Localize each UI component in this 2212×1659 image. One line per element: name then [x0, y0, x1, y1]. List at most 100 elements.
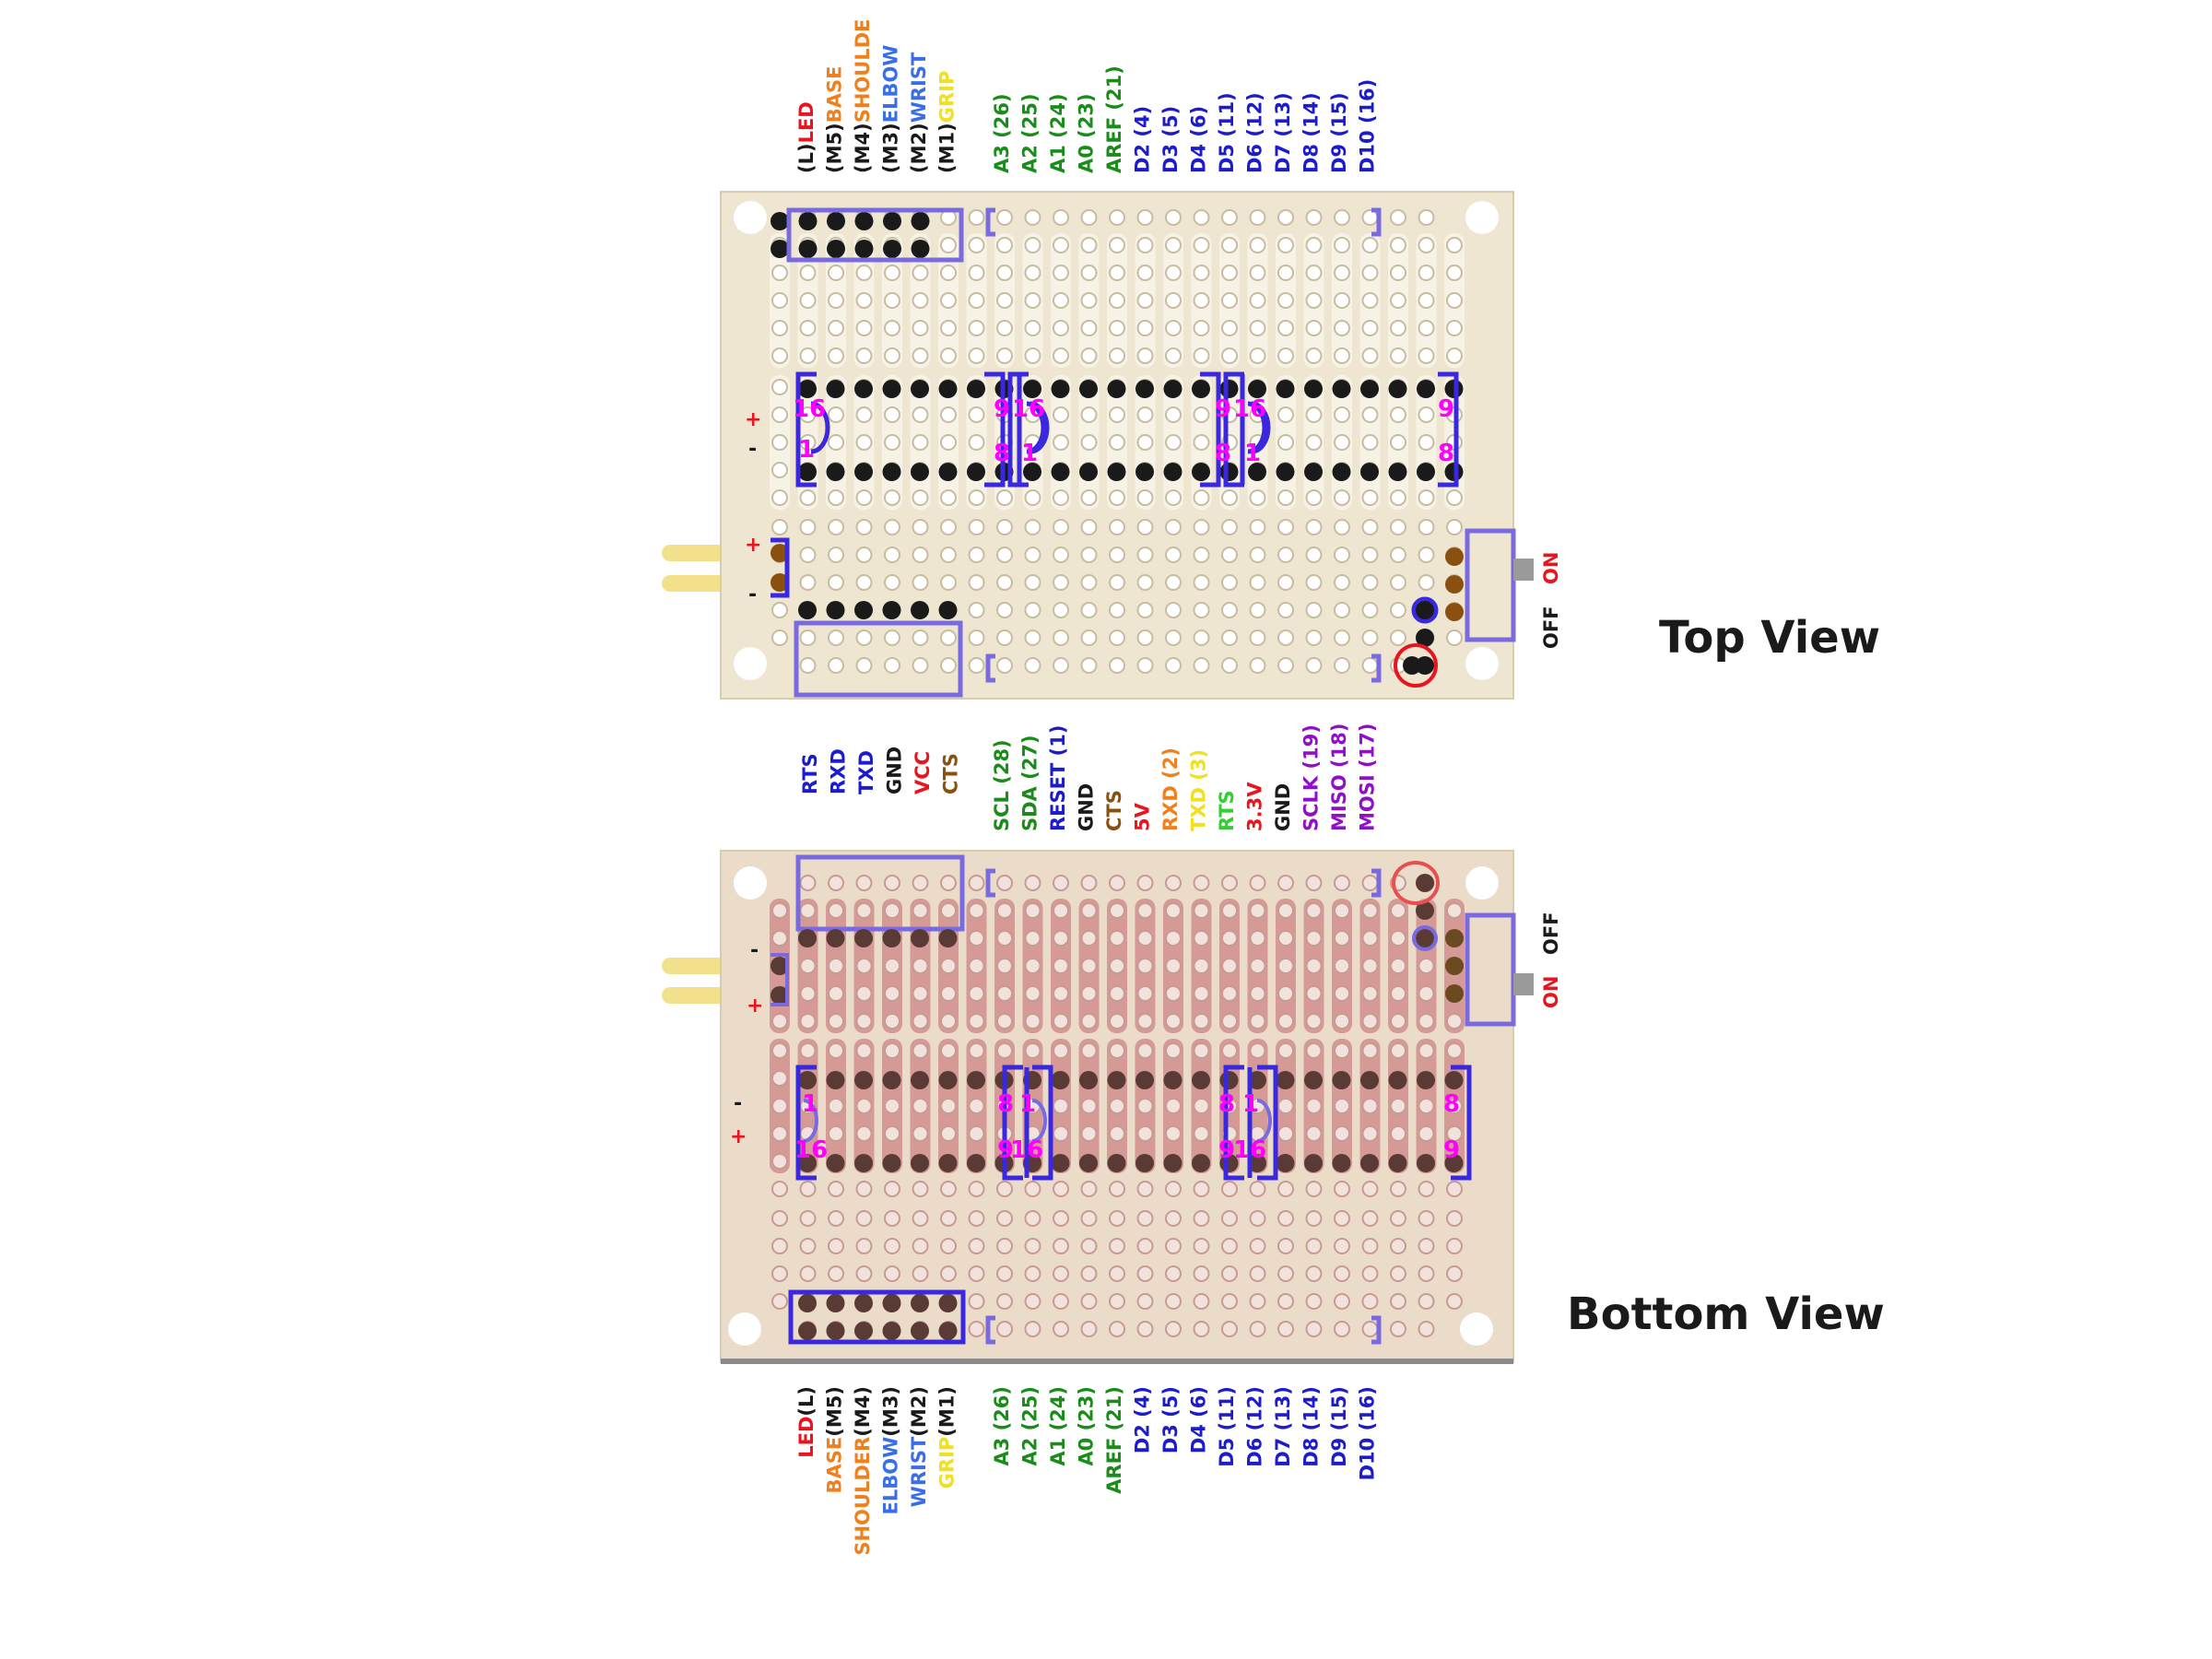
- hole: [1249, 574, 1266, 591]
- hole: [1080, 547, 1098, 563]
- hole: [1221, 1321, 1238, 1337]
- header-pin: [883, 240, 901, 258]
- bottom-pin-label: D2 (4): [1132, 1386, 1154, 1453]
- chip-pin: [1107, 463, 1126, 481]
- led-minus-sign: -: [748, 583, 757, 606]
- hole: [855, 519, 873, 535]
- hole: [1390, 265, 1406, 281]
- hole: [968, 1293, 985, 1310]
- hole: [1193, 958, 1210, 974]
- chip-pin-number: 9: [1443, 1136, 1460, 1164]
- hole: [1390, 1125, 1406, 1142]
- hole: [1277, 1238, 1294, 1254]
- bottom-pin-label-part: D2 (4): [1132, 1386, 1154, 1453]
- hole: [1446, 902, 1463, 919]
- hole: [1193, 237, 1210, 253]
- hole: [968, 519, 985, 535]
- icsp-label: CTS: [1103, 790, 1125, 831]
- top-header-label: (M5)BASE: [824, 66, 846, 173]
- hole: [940, 1098, 957, 1114]
- hole: [1249, 347, 1266, 364]
- chip-pin: [882, 1154, 901, 1172]
- hole: [968, 985, 985, 1002]
- header-pin: [938, 1322, 958, 1340]
- chip-pin: [1360, 380, 1379, 398]
- header-pin: [798, 212, 818, 230]
- hole: [996, 489, 1013, 506]
- hole: [1109, 434, 1125, 451]
- hole: [1080, 434, 1098, 451]
- hole: [799, 657, 817, 674]
- hole: [884, 902, 900, 919]
- hole: [940, 902, 957, 919]
- chip-pin: [1192, 1154, 1210, 1172]
- hole: [1136, 902, 1154, 919]
- hole: [1080, 320, 1098, 336]
- hole: [1361, 1181, 1379, 1197]
- hole: [1446, 347, 1463, 364]
- hole: [1109, 1321, 1125, 1337]
- hole: [1165, 547, 1182, 563]
- hole: [1136, 657, 1154, 674]
- top-pin-label: D3 (5): [1159, 106, 1182, 173]
- chip-pin: [1388, 463, 1407, 481]
- chip-pin-number: 16: [1010, 1136, 1043, 1164]
- hole: [1165, 292, 1182, 309]
- chip-pin: [967, 380, 985, 398]
- top-header-label: (M2)WRIST: [908, 52, 930, 173]
- hole: [1277, 902, 1294, 919]
- hole: [1221, 602, 1238, 618]
- hole: [884, 489, 900, 506]
- bottom-pin-label: D8 (14): [1300, 1386, 1323, 1467]
- bottom-header-label-part: (L): [795, 1386, 818, 1417]
- hole: [855, 657, 873, 674]
- hole: [1024, 320, 1041, 336]
- hole: [940, 1042, 957, 1059]
- hole: [828, 1238, 844, 1254]
- top-pin-label-part: D7 (13): [1272, 92, 1294, 173]
- top-pin-label-part: A0 (23): [1076, 93, 1098, 173]
- hole: [968, 1238, 985, 1254]
- hole: [1334, 602, 1350, 618]
- hole: [1221, 265, 1238, 281]
- chip-pin: [967, 1154, 985, 1172]
- led-pin: [771, 957, 789, 975]
- hole: [1193, 1210, 1210, 1227]
- hole: [1165, 320, 1182, 336]
- hole: [912, 985, 929, 1002]
- hole: [940, 489, 957, 506]
- hole: [1024, 237, 1041, 253]
- hole: [1249, 902, 1266, 919]
- icsp-label-part: RXD (2): [1159, 747, 1182, 831]
- top-header-label: (M4)SHOULDE: [852, 19, 874, 173]
- hole: [1390, 209, 1406, 226]
- hole: [1361, 875, 1379, 891]
- hole: [996, 1238, 1013, 1254]
- top-header-label-part: (M2): [908, 123, 930, 173]
- hole: [1390, 1265, 1406, 1282]
- hole: [1080, 1293, 1098, 1310]
- hole: [1221, 1210, 1238, 1227]
- hole: [1109, 1265, 1125, 1282]
- chip-pin: [798, 1071, 817, 1089]
- hole: [1109, 1210, 1125, 1227]
- hole: [828, 1125, 844, 1142]
- hole: [771, 292, 788, 309]
- hole: [1390, 902, 1406, 919]
- hole: [996, 347, 1013, 364]
- hole: [1193, 1293, 1210, 1310]
- chip-pin: [798, 380, 817, 398]
- hole: [1361, 519, 1379, 535]
- hole: [1390, 574, 1406, 591]
- chip-pin: [826, 380, 845, 398]
- header-pin: [883, 212, 901, 230]
- chip-pin: [938, 380, 958, 398]
- pin: [1416, 929, 1434, 947]
- hole: [1136, 434, 1154, 451]
- top-pin-label: D9 (15): [1328, 92, 1350, 173]
- hole: [1080, 629, 1098, 646]
- hole: [855, 985, 873, 1002]
